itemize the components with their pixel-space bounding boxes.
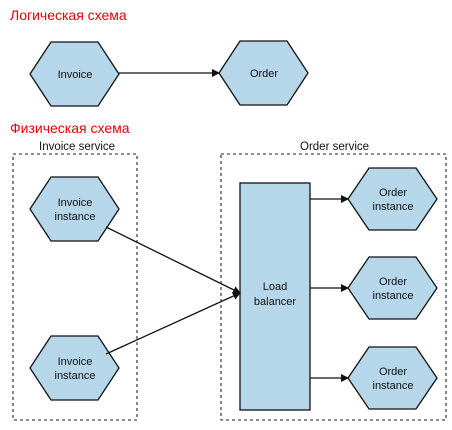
order-instance-1-node: Order instance bbox=[347, 167, 438, 231]
invoice-2-to-load-balancer-arrow bbox=[105, 292, 241, 355]
logical-schema-title: Логическая схема bbox=[10, 7, 127, 23]
order-instance-2-label-line2: instance bbox=[373, 290, 414, 302]
order-instance-3-node: Order instance bbox=[347, 346, 438, 410]
order-instance-2-label-line1: Order bbox=[379, 276, 407, 288]
invoice-1-to-load-balancer-arrow bbox=[105, 226, 241, 294]
load-balancer-label-line2: balancer bbox=[254, 296, 297, 308]
invoice-instance-2-node: Invoice instance bbox=[29, 335, 120, 401]
order-instance-3-label-line2: instance bbox=[373, 380, 414, 392]
order-instance-1-label-line1: Order bbox=[379, 187, 407, 199]
logical-order-node: Order bbox=[218, 40, 309, 106]
invoice-instance-2-label-line1: Invoice bbox=[58, 356, 93, 368]
order-service-box bbox=[220, 153, 447, 421]
invoice-service-title: Invoice service bbox=[39, 141, 115, 153]
load-balancer-node: Load balancer bbox=[239, 182, 311, 411]
logical-invoice-node: Invoice bbox=[29, 41, 120, 107]
physical-schema-title: Физическая схема bbox=[10, 120, 130, 136]
invoice-instance-1-label-line2: instance bbox=[55, 211, 96, 223]
invoice-instance-2-label-line2: instance bbox=[55, 370, 96, 382]
order-instance-1-label-line2: instance bbox=[373, 201, 414, 213]
logical-order-label: Order bbox=[250, 68, 278, 80]
order-instance-2-node: Order instance bbox=[347, 256, 438, 320]
logical-invoice-label: Invoice bbox=[58, 69, 93, 81]
order-service-title: Order service bbox=[300, 141, 369, 153]
load-balancer-label-line1: Load bbox=[263, 281, 287, 293]
invoice-instance-1-label-line1: Invoice bbox=[58, 197, 93, 209]
invoice-service-box bbox=[12, 153, 138, 421]
order-instance-3-label-line1: Order bbox=[379, 366, 407, 378]
invoice-instance-1-node: Invoice instance bbox=[29, 176, 120, 242]
